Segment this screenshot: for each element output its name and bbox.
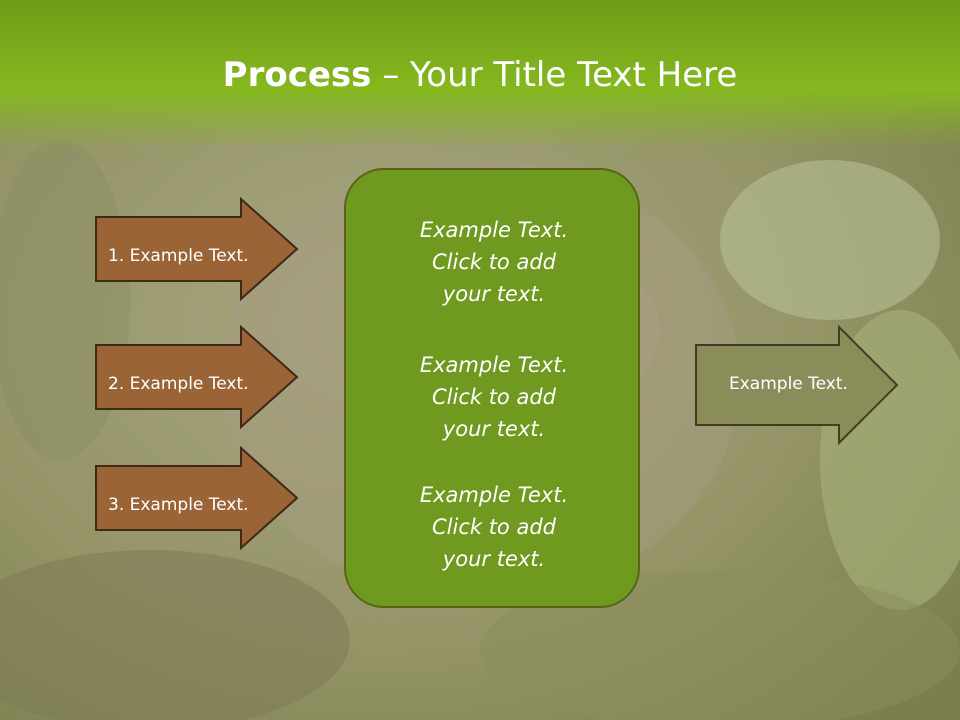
center-text-box[interactable]: Example Text. Click to add your text. Ex… xyxy=(344,168,640,608)
block-line: your text. xyxy=(442,282,546,306)
block-line: Example Text. xyxy=(419,483,569,507)
block-line: Click to add xyxy=(431,385,556,409)
left-arrow-3[interactable] xyxy=(93,446,299,550)
center-block-3: Example Text. Click to add your text. xyxy=(346,479,642,575)
left-arrow-1-label: 1. Example Text. xyxy=(108,246,249,266)
title-bold: Process xyxy=(222,55,372,95)
left-arrow-2[interactable] xyxy=(93,325,299,429)
slide-title: Process – Your Title Text Here xyxy=(0,52,960,98)
title-dash: – xyxy=(371,55,411,95)
left-arrow-1[interactable] xyxy=(93,197,299,301)
left-arrow-2-label: 2. Example Text. xyxy=(108,374,249,394)
title-band xyxy=(0,0,960,150)
right-arrow[interactable] xyxy=(693,325,901,445)
block-line: Click to add xyxy=(431,515,556,539)
left-arrow-3-label: 3. Example Text. xyxy=(108,495,249,515)
title-rest: Your Title Text Here xyxy=(410,55,738,95)
block-line: your text. xyxy=(442,547,546,571)
block-line: your text. xyxy=(442,417,546,441)
block-line: Example Text. xyxy=(419,353,569,377)
block-line: Example Text. xyxy=(419,218,569,242)
center-block-1: Example Text. Click to add your text. xyxy=(346,214,642,310)
center-block-2: Example Text. Click to add your text. xyxy=(346,349,642,445)
block-line: Click to add xyxy=(431,250,556,274)
right-arrow-label: Example Text. xyxy=(729,374,848,394)
